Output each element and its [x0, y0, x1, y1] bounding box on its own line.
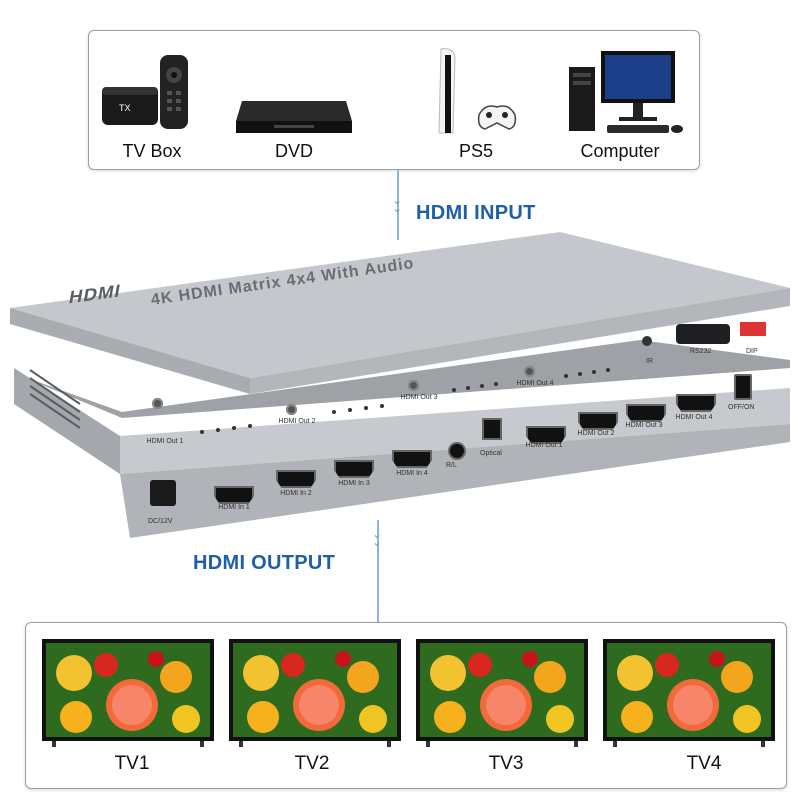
tv-4	[603, 639, 775, 749]
tv-label-2: TV2	[294, 753, 330, 774]
led	[380, 404, 384, 408]
hdmi-in-3-port[interactable]	[334, 460, 374, 478]
hdmi-in-2-label: HDMI In 2	[280, 490, 312, 497]
chevron-down-icon: ⌄⌄	[391, 193, 403, 215]
dip-label: DIP	[746, 348, 758, 355]
hdmi-in-4-port[interactable]	[392, 450, 432, 468]
computer-icon	[567, 45, 687, 141]
rl-label: R/L	[446, 462, 457, 469]
led	[578, 372, 582, 376]
led	[216, 428, 220, 432]
dip-switch[interactable]	[740, 322, 766, 336]
out3-label: HDMI Out 3	[400, 394, 438, 401]
source-label-tv-box: TV Box	[122, 141, 182, 161]
led	[480, 384, 484, 388]
tv-2	[229, 639, 401, 749]
tv-label-3: TV3	[488, 753, 524, 774]
tvs-panel: TV1 TV2 TV3 TV4	[25, 622, 787, 789]
led	[564, 374, 568, 378]
svg-text:TX: TX	[119, 103, 131, 113]
hdmi-in-3-label: HDMI In 3	[338, 480, 370, 487]
hdmi-out-3-label: HDMI Out 3	[625, 422, 663, 429]
dvd-player-icon	[234, 91, 354, 141]
hdmi-output-title: HDMI OUTPUT	[193, 552, 336, 574]
tv-3	[416, 639, 588, 749]
ir-sensor	[642, 336, 652, 346]
source-label-dvd: DVD	[274, 141, 313, 161]
hdmi-matrix-device: HDMI 4K HDMI Matrix 4x4 With Audio RS232…	[0, 228, 800, 548]
led	[606, 368, 610, 372]
led	[466, 386, 470, 390]
fruit-image	[607, 643, 771, 737]
power-switch-label: OFF/ON	[728, 404, 755, 411]
out2-select-button[interactable]	[286, 404, 297, 415]
tv-box-icon: TX	[97, 47, 197, 133]
out2-label: HDMI Out 2	[278, 418, 316, 425]
led	[452, 388, 456, 392]
led	[348, 408, 352, 412]
input-connector	[397, 170, 399, 240]
hdmi-out-1-port[interactable]	[526, 426, 566, 444]
tv-label-1: TV1	[114, 753, 150, 774]
led	[232, 426, 236, 430]
fruit-image	[420, 643, 584, 737]
power-switch[interactable]	[734, 374, 752, 400]
hdmi-out-3-port[interactable]	[626, 404, 666, 422]
source-label-computer: Computer	[580, 141, 660, 161]
fruit-image	[233, 643, 397, 737]
out1-select-button[interactable]	[152, 398, 163, 409]
hdmi-input-title: HDMI INPUT	[416, 202, 536, 224]
dc-power-label: DC/12V	[148, 518, 173, 525]
optical-port[interactable]	[482, 418, 502, 440]
out4-select-button[interactable]	[524, 366, 535, 377]
rs232-port	[676, 324, 730, 344]
rs232-label: RS232	[690, 348, 712, 355]
out4-label: HDMI Out 4	[516, 380, 554, 387]
optical-label: Optical	[480, 450, 502, 457]
fruit-image	[46, 643, 210, 737]
dc-power-jack[interactable]	[150, 480, 176, 506]
hdmi-out-4-label: HDMI Out 4	[675, 414, 713, 421]
led	[332, 410, 336, 414]
chevron-down-icon: ⌄⌄	[371, 527, 383, 549]
out3-select-button[interactable]	[408, 380, 419, 391]
hdmi-in-2-port[interactable]	[276, 470, 316, 488]
hdmi-out-2-label: HDMI Out 2	[577, 430, 615, 437]
hdmi-in-1-port[interactable]	[214, 486, 254, 504]
led	[248, 424, 252, 428]
led	[364, 406, 368, 410]
tv-label-4: TV4	[686, 753, 722, 774]
ps5-console-icon	[429, 45, 519, 141]
hdmi-out-2-port[interactable]	[578, 412, 618, 430]
hdmi-out-4-port[interactable]	[676, 394, 716, 412]
hdmi-in-1-label: HDMI In 1	[218, 504, 250, 511]
rl-audio-jack[interactable]	[448, 442, 466, 460]
sources-panel: TX	[88, 30, 700, 170]
led	[592, 370, 596, 374]
source-label-ps5: PS5	[458, 141, 494, 161]
out1-label: HDMI Out 1	[146, 438, 184, 445]
led	[494, 382, 498, 386]
led	[200, 430, 204, 434]
hdmi-in-4-label: HDMI In 4	[396, 470, 428, 477]
output-connector	[377, 520, 379, 624]
ir-label: IR	[646, 358, 653, 365]
tv-1	[42, 639, 214, 749]
hdmi-out-1-label: HDMI Out 1	[525, 442, 563, 449]
